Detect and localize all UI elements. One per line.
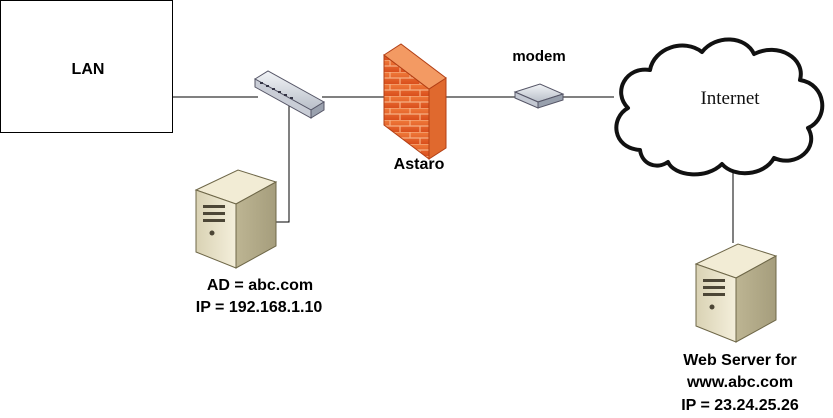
internet-label: Internet [700,88,760,109]
connection-lines [173,96,734,243]
firewall-label: Astaro [393,156,445,173]
server-tower-icon-ad [194,169,278,269]
lan-label: LAN [71,61,105,78]
cloud-icon [614,37,825,177]
firewall-brick-icon [383,43,447,161]
ad-server-name: AD = abc.com [206,277,314,294]
ad-server-ip: IP = 192.168.1.10 [195,299,323,316]
link-switch-ad [276,103,290,223]
modem-label: modem [512,48,566,65]
web-server-ip: IP = 23.24.25.26 [681,397,799,414]
lan-box [0,0,173,133]
modem-icon [513,83,565,109]
network-switch-icon [254,70,325,119]
server-tower-icon-web [694,243,778,343]
web-server-title: Web Server for [683,352,797,369]
web-server-domain: www.abc.com [686,374,794,391]
